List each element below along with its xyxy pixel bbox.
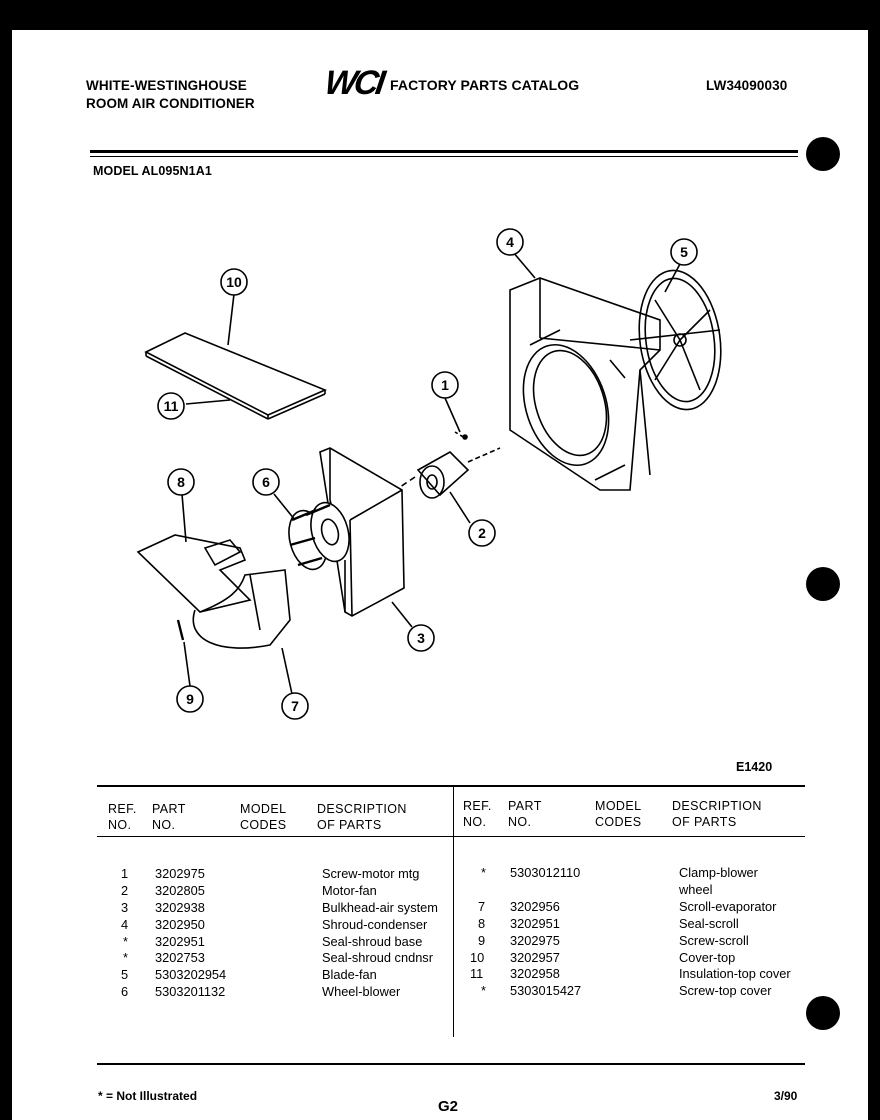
table-divider — [453, 787, 454, 1037]
fan-motor — [384, 431, 501, 499]
table-header-rule — [97, 836, 805, 837]
callout-2: 2 — [478, 525, 486, 541]
scroll-evaporator — [136, 534, 291, 649]
right-ref-header: REF.NO. — [463, 799, 492, 829]
table-top-rule — [97, 785, 805, 787]
catalog-page — [12, 30, 868, 1120]
callout-3: 3 — [417, 630, 425, 646]
bulkhead — [319, 447, 405, 617]
model-label: MODEL AL095N1A1 — [93, 164, 212, 178]
callouts — [157, 228, 698, 720]
header-rule — [90, 150, 798, 153]
company-name: WHITE-WESTINGHOUSE — [86, 78, 247, 93]
punch-hole-bottom — [806, 996, 840, 1030]
top-cover-panel — [144, 332, 328, 420]
product-line: ROOM AIR CONDITIONER — [86, 96, 255, 111]
left-ref-header: REF.NO. — [108, 802, 137, 832]
condenser-shroud — [509, 277, 661, 491]
callout-7: 7 — [291, 698, 299, 714]
callout-10: 10 — [226, 274, 242, 290]
punch-hole-top — [806, 137, 840, 171]
revision-date: 3/90 — [774, 1089, 798, 1103]
callout-8: 8 — [177, 474, 185, 490]
not-illustrated-note: * = Not Illustrated — [98, 1089, 198, 1103]
page-code: G2 — [438, 1098, 459, 1115]
leader-lines — [181, 251, 681, 695]
callout-11: 11 — [164, 398, 179, 414]
callout-6: 6 — [262, 474, 270, 490]
callout-9: 9 — [186, 691, 194, 707]
callout-1: 1 — [441, 377, 449, 393]
catalog-number: LW34090030 — [706, 78, 788, 93]
header-rule-thin — [90, 156, 798, 157]
catalog-title: FACTORY PARTS CATALOG — [390, 77, 580, 93]
table-bottom-rule — [97, 1063, 805, 1065]
punch-hole-middle — [806, 567, 840, 601]
callout-4: 4 — [506, 234, 514, 250]
figure-code: E1420 — [736, 760, 773, 774]
callout-5: 5 — [680, 244, 688, 260]
blower-wheel — [288, 501, 350, 571]
